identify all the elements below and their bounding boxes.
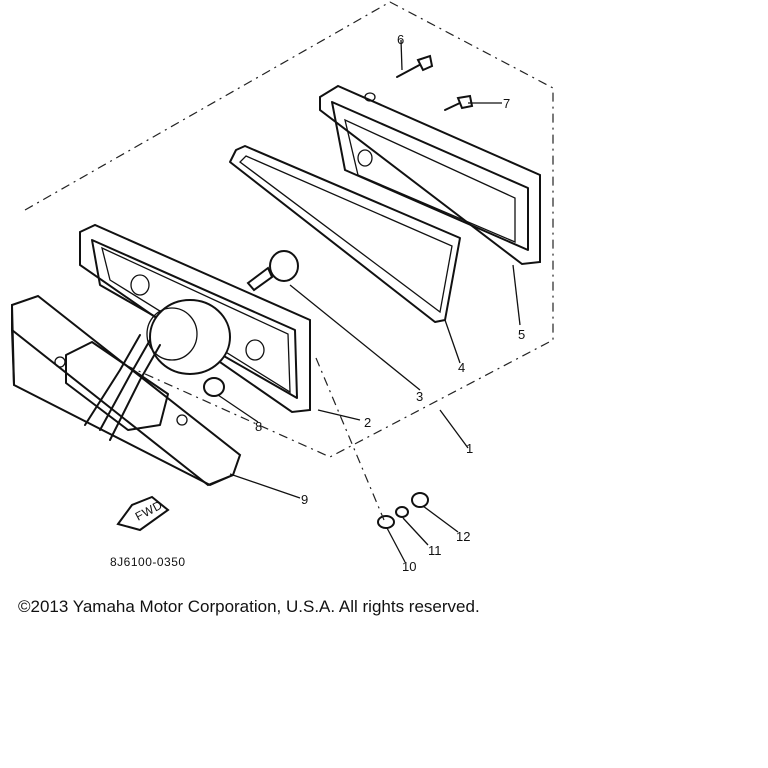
label-part-12: 12 [456, 529, 470, 544]
lens-part-5 [319, 84, 541, 266]
screw-part-7 [444, 94, 474, 111]
copyright-notice: ©2013 Yamaha Motor Corporation, U.S.A. A… [18, 597, 480, 616]
label-part-5: 5 [518, 327, 525, 342]
label-part-9: 9 [301, 492, 308, 507]
screw-part-6 [396, 54, 434, 78]
bulb-part-3 [246, 250, 299, 292]
part-number-labels: 6 7 5 4 3 2 1 8 9 10 11 12 [255, 32, 525, 574]
label-part-10: 10 [402, 559, 416, 574]
forward-arrow-icon: FWD [116, 495, 170, 532]
washer-part-10 [377, 515, 395, 529]
washer-part-11 [395, 506, 409, 518]
leader-lines [217, 39, 521, 563]
label-part-7: 7 [503, 96, 510, 111]
label-part-6: 6 [397, 32, 404, 47]
label-part-2: 2 [364, 415, 371, 430]
grommet-part-8 [203, 377, 225, 397]
drawing-code: 8J6100-0350 [110, 555, 186, 569]
nut-part-12 [411, 492, 429, 508]
assembly-outline [24, 1, 554, 458]
label-part-8: 8 [255, 419, 262, 434]
label-part-4: 4 [458, 360, 465, 375]
label-part-1: 1 [466, 441, 473, 456]
label-part-3: 3 [416, 389, 423, 404]
label-part-11: 11 [428, 543, 442, 558]
lamp-housing-part-2 [79, 223, 311, 441]
